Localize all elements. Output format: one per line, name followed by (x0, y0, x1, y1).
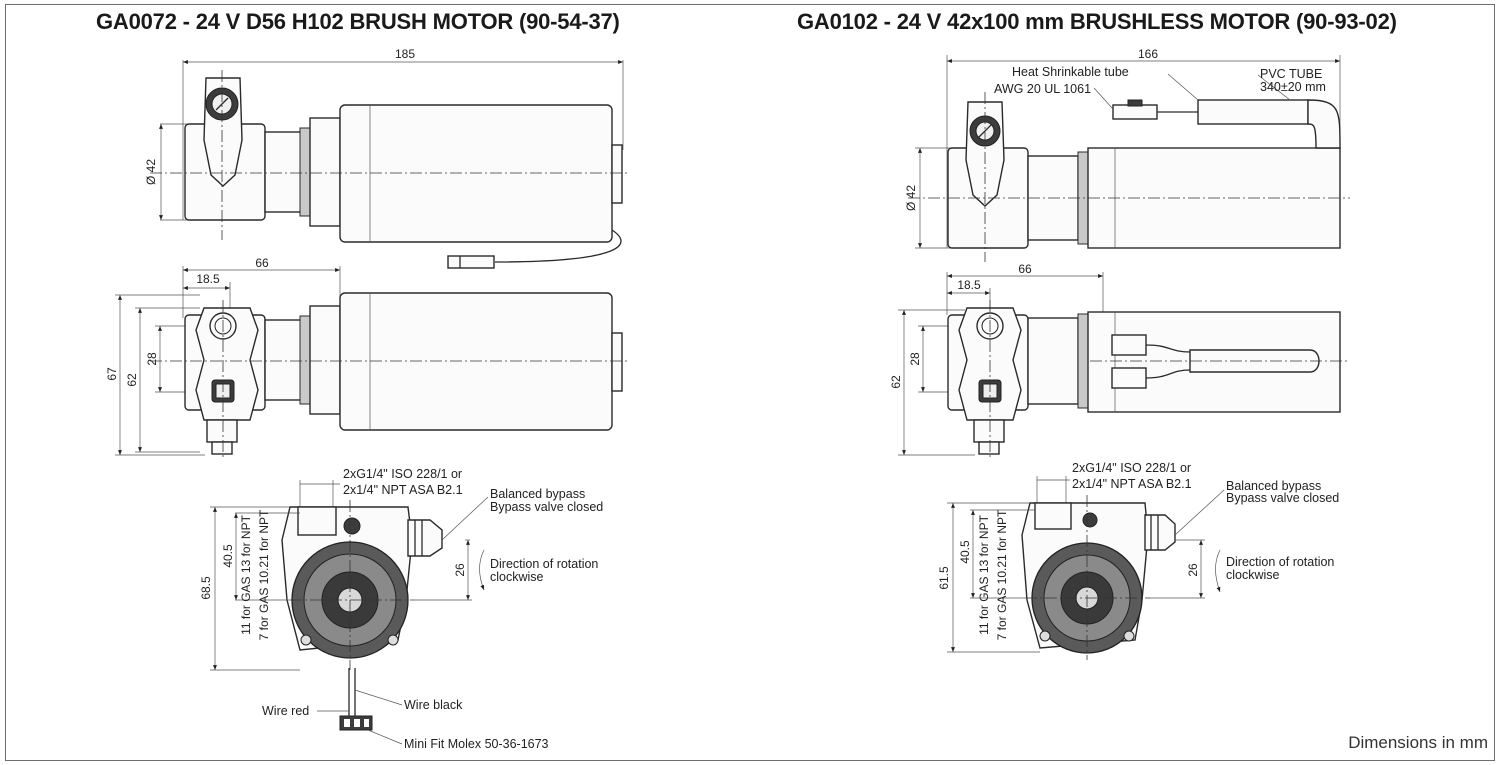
left-bypass-label-1: Balanced bypass (490, 487, 585, 501)
awg-label: AWG 20 UL 1061 (994, 82, 1091, 96)
right-port-spec-2: 2x1/4" NPT ASA B2.1 (1072, 477, 1192, 491)
right-length-dim: 166 (1138, 47, 1158, 61)
left-bypass-label-2: Bypass valve closed (490, 500, 603, 514)
right-depth-dim: 66 (1018, 262, 1032, 276)
connector-label: Mini Fit Molex 50-36-1673 (404, 737, 549, 751)
right-front-port-dim: 40.5 (958, 540, 972, 564)
left-drawing-title: GA0072 - 24 V D56 H102 BRUSH MOTOR (90-5… (96, 9, 620, 34)
left-height-body-dim: 62 (125, 373, 139, 387)
pvc-tube-label-2: 340±20 mm (1260, 80, 1326, 94)
right-rotation-label-2: clockwise (1226, 568, 1280, 582)
left-front-port-dim: 40.5 (221, 544, 235, 568)
left-side-view: 66 18.5 67 62 28 (105, 256, 630, 460)
right-rotation-label-1: Direction of rotation (1226, 555, 1334, 569)
right-port-offset-dim: 18.5 (957, 278, 981, 292)
pvc-tube-label-1: PVC TUBE (1260, 67, 1322, 81)
left-rotation-label-1: Direction of rotation (490, 557, 598, 571)
right-gas1021-dim: 7 for GAS 10.21 for NPT (995, 509, 1009, 640)
left-diameter-dim: Ø 42 (144, 159, 158, 185)
left-front-height-dim: 68.5 (199, 576, 213, 600)
right-bypass-label-1: Balanced bypass (1226, 479, 1321, 493)
drawing-frame (5, 4, 1495, 761)
right-height-body-dim: 62 (889, 375, 903, 389)
left-top-view: 185 Ø 42 (144, 47, 630, 269)
wire-red-label: Wire red (262, 704, 309, 718)
right-top-view: 166 Ø 42 AWG 20 UL 1061 Heat Shrinkable … (904, 47, 1350, 262)
left-port-offset-dim: 18.5 (196, 272, 220, 286)
left-depth-dim: 66 (255, 256, 269, 270)
left-port-spacing-dim: 28 (145, 352, 159, 366)
dimensions-note: Dimensions in mm (1348, 733, 1488, 752)
right-rotation-offset-dim: 26 (1186, 563, 1200, 577)
right-front-view: 2xG1/4" ISO 228/1 or 2x1/4" NPT ASA B2.1… (937, 461, 1339, 660)
left-rotation-label-2: clockwise (490, 570, 544, 584)
right-front-height-dim: 61.5 (937, 566, 951, 590)
right-port-spacing-dim: 28 (908, 352, 922, 366)
right-side-view: 66 18.5 62 28 (889, 262, 1350, 460)
left-gas13-dim: 11 for GAS 13 for NPT (239, 514, 253, 634)
right-drawing-title: GA0102 - 24 V 42x100 mm BRUSHLESS MOTOR … (797, 9, 1397, 34)
left-rotation-offset-dim: 26 (453, 563, 467, 577)
left-height-total-dim: 67 (105, 367, 119, 381)
right-gas13-dim: 11 for GAS 13 for NPT (977, 514, 991, 634)
right-port-spec-1: 2xG1/4" ISO 228/1 or (1072, 461, 1191, 475)
heat-tube-label: Heat Shrinkable tube (1012, 65, 1129, 79)
left-gas1021-dim: 7 for GAS 10.21 for NPT (257, 509, 271, 640)
left-port-spec-2: 2x1/4" NPT ASA B2.1 (343, 483, 463, 497)
left-length-dim: 185 (395, 47, 415, 61)
left-port-spec-1: 2xG1/4" ISO 228/1 or (343, 467, 462, 481)
right-bypass-label-2: Bypass valve closed (1226, 491, 1339, 505)
left-front-view: 2xG1/4" ISO 228/1 or 2x1/4" NPT ASA B2.1… (199, 467, 603, 751)
wire-black-label: Wire black (404, 698, 463, 712)
